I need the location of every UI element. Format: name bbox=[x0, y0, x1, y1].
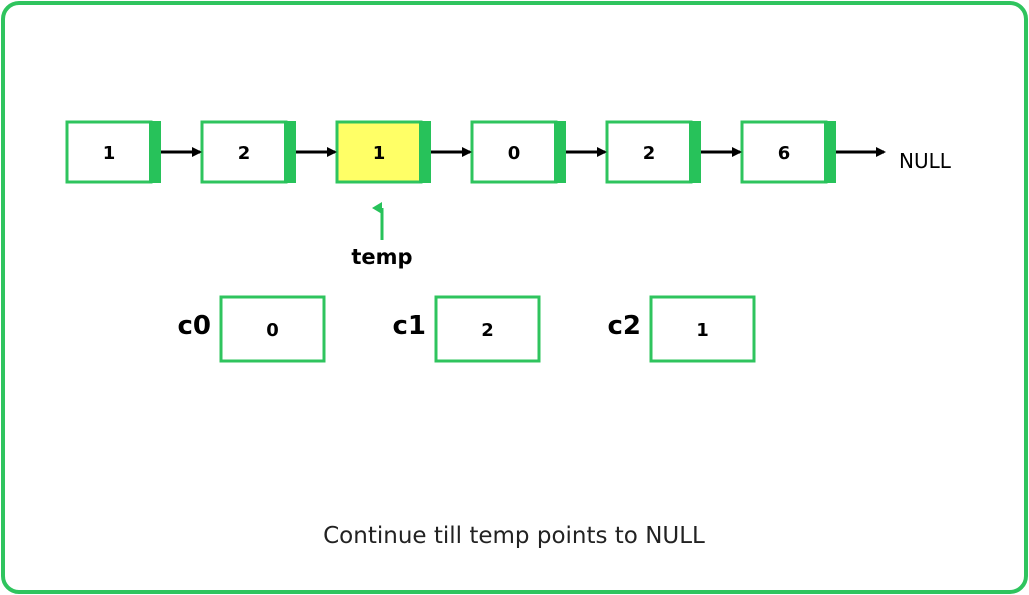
node-next-pointer bbox=[689, 121, 701, 183]
node-next-pointer bbox=[284, 121, 296, 183]
node-box bbox=[200, 120, 288, 184]
counter-label: c0 bbox=[177, 311, 211, 341]
counter-label: c2 bbox=[607, 311, 641, 341]
list-node: 0 bbox=[470, 120, 566, 184]
counter-c2: c2 1 bbox=[607, 295, 756, 363]
counter-value: 1 bbox=[696, 320, 709, 341]
linked-list-nodes: 1 2 1 0 2 6 bbox=[65, 120, 836, 184]
caption: Continue till temp points to NULL bbox=[323, 523, 705, 549]
list-node: 2 bbox=[605, 120, 701, 184]
node-next-pointer bbox=[149, 121, 161, 183]
node-next-pointer bbox=[824, 121, 836, 183]
temp-pointer: temp bbox=[351, 202, 413, 269]
counter-box bbox=[649, 295, 756, 363]
list-node: 6 bbox=[740, 120, 836, 184]
node-box bbox=[470, 120, 558, 184]
counter-box bbox=[219, 295, 326, 363]
node-next-pointer bbox=[554, 121, 566, 183]
node-value: 1 bbox=[373, 143, 386, 164]
null-label: NULL bbox=[899, 149, 952, 173]
list-node: 2 bbox=[200, 120, 296, 184]
counter-box bbox=[434, 295, 541, 363]
counter-value: 2 bbox=[481, 320, 494, 341]
node-next-pointer bbox=[419, 121, 431, 183]
node-value: 2 bbox=[643, 143, 656, 164]
node-box bbox=[65, 120, 153, 184]
counter-c0: c0 0 bbox=[177, 295, 326, 363]
counter-c1: c1 2 bbox=[392, 295, 541, 363]
node-value: 0 bbox=[508, 143, 521, 164]
list-node: 1 bbox=[65, 120, 161, 184]
list-node: 1 bbox=[335, 120, 431, 184]
temp-label: temp bbox=[351, 245, 412, 269]
counter-boxes: c0 0 c1 2 c2 1 bbox=[177, 295, 756, 363]
node-value: 2 bbox=[238, 143, 251, 164]
node-value: 6 bbox=[778, 143, 791, 164]
node-value: 1 bbox=[103, 143, 116, 164]
counter-label: c1 bbox=[392, 311, 426, 341]
counter-value: 0 bbox=[266, 320, 279, 341]
